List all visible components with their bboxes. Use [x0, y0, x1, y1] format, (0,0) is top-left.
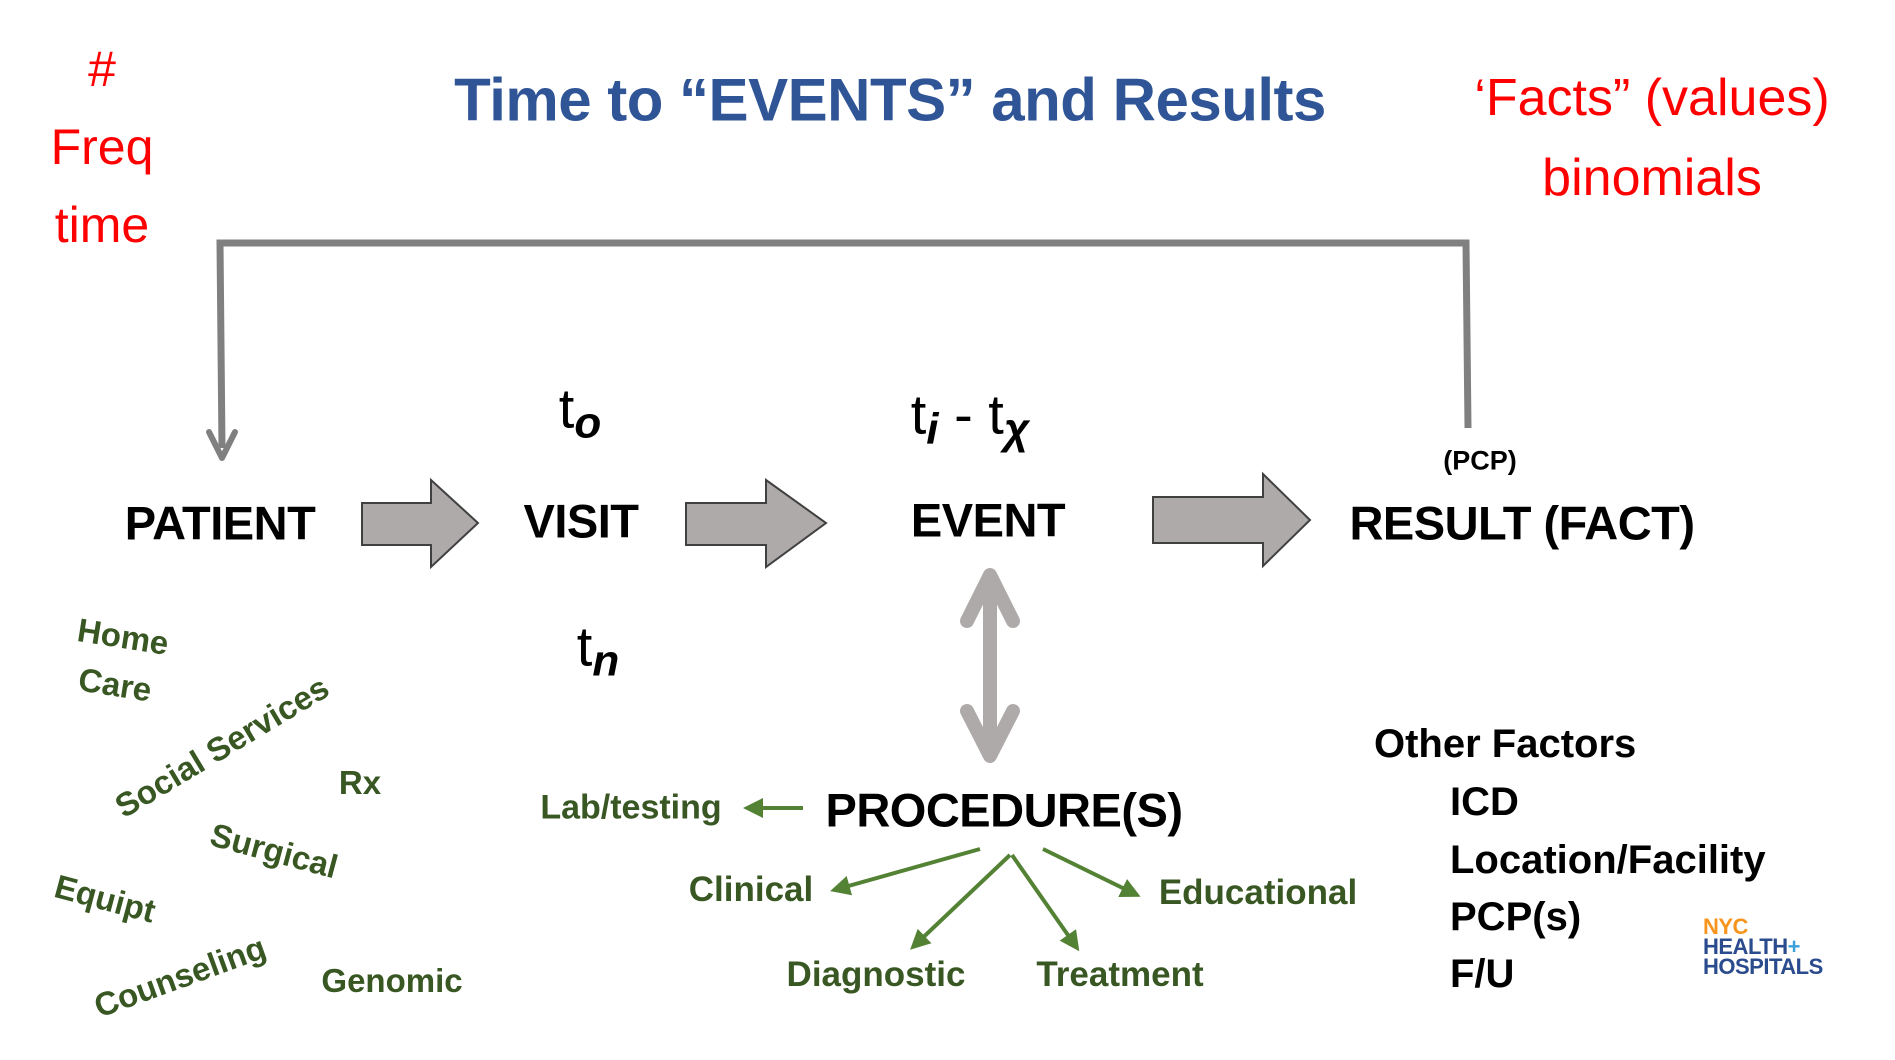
- right-note-binomials: binomials: [1542, 149, 1762, 207]
- feedback-bracket: [206, 239, 1472, 461]
- procedure-diagnostic: Diagnostic: [786, 955, 966, 994]
- service-rx: Rx: [338, 764, 382, 801]
- feedback-arrowhead-icon: [206, 429, 238, 461]
- result-pcp-note: (PCP): [1443, 445, 1517, 476]
- arrow-to-educational: [1042, 847, 1141, 897]
- block-arrow-visit-event: [685, 478, 828, 569]
- node-result: RESULT (FACT): [1349, 496, 1695, 550]
- node-procedures: PROCEDURE(S): [825, 783, 1183, 837]
- left-note: # Freq time: [42, 30, 162, 264]
- left-note-time: time: [54, 197, 150, 253]
- node-event: EVENT: [910, 493, 1066, 547]
- procedure-lab-testing: Lab/testing: [540, 788, 722, 827]
- page-title: Time to “EVENTS” and Results: [454, 66, 1326, 134]
- logo-nyc: NYC: [1703, 914, 1748, 939]
- service-genomic: Genomic: [321, 962, 463, 999]
- other-factor-item: F/U: [1450, 952, 1515, 996]
- node-patient: PATIENT: [124, 496, 316, 550]
- logo-health: HEALTH+: [1703, 934, 1801, 959]
- left-note-hash: #: [88, 41, 116, 97]
- other-factor-item: ICD: [1450, 780, 1519, 824]
- double-arrow-event-procedure: [960, 568, 1020, 763]
- time-label-t-o: to: [558, 376, 602, 448]
- arrow-to-clinical: [830, 847, 981, 896]
- logo-hospitals: HOSPITALS: [1703, 954, 1823, 979]
- block-arrow-event-result: [1152, 471, 1312, 569]
- left-note-freq: Freq: [50, 119, 154, 175]
- logo-plus-icon: +: [1787, 934, 1801, 959]
- other-factor-item: Location/Facility: [1450, 838, 1766, 882]
- procedure-treatment: Treatment: [1036, 955, 1204, 994]
- other-factor-item: PCP(s): [1450, 895, 1582, 939]
- nyc-health-hospitals-logo: NYC HEALTH+ HOSPITALS: [1703, 914, 1823, 979]
- arrow-to-treatment: [1010, 853, 1080, 952]
- right-note: ‘Facts” (values) binomials: [1442, 58, 1862, 218]
- node-visit: VISIT: [523, 494, 639, 548]
- procedure-clinical: Clinical: [688, 870, 814, 909]
- time-label-t-range: ti - tχ: [910, 382, 1030, 454]
- procedure-educational: Educational: [1158, 873, 1358, 912]
- right-note-facts: ‘Facts” (values): [1474, 69, 1830, 127]
- block-arrow-patient-visit: [361, 477, 480, 570]
- other-factors-heading: Other Factors: [1374, 722, 1637, 766]
- arrow-to-diagnostic: [910, 853, 1012, 950]
- time-label-t-n: tn: [576, 614, 620, 686]
